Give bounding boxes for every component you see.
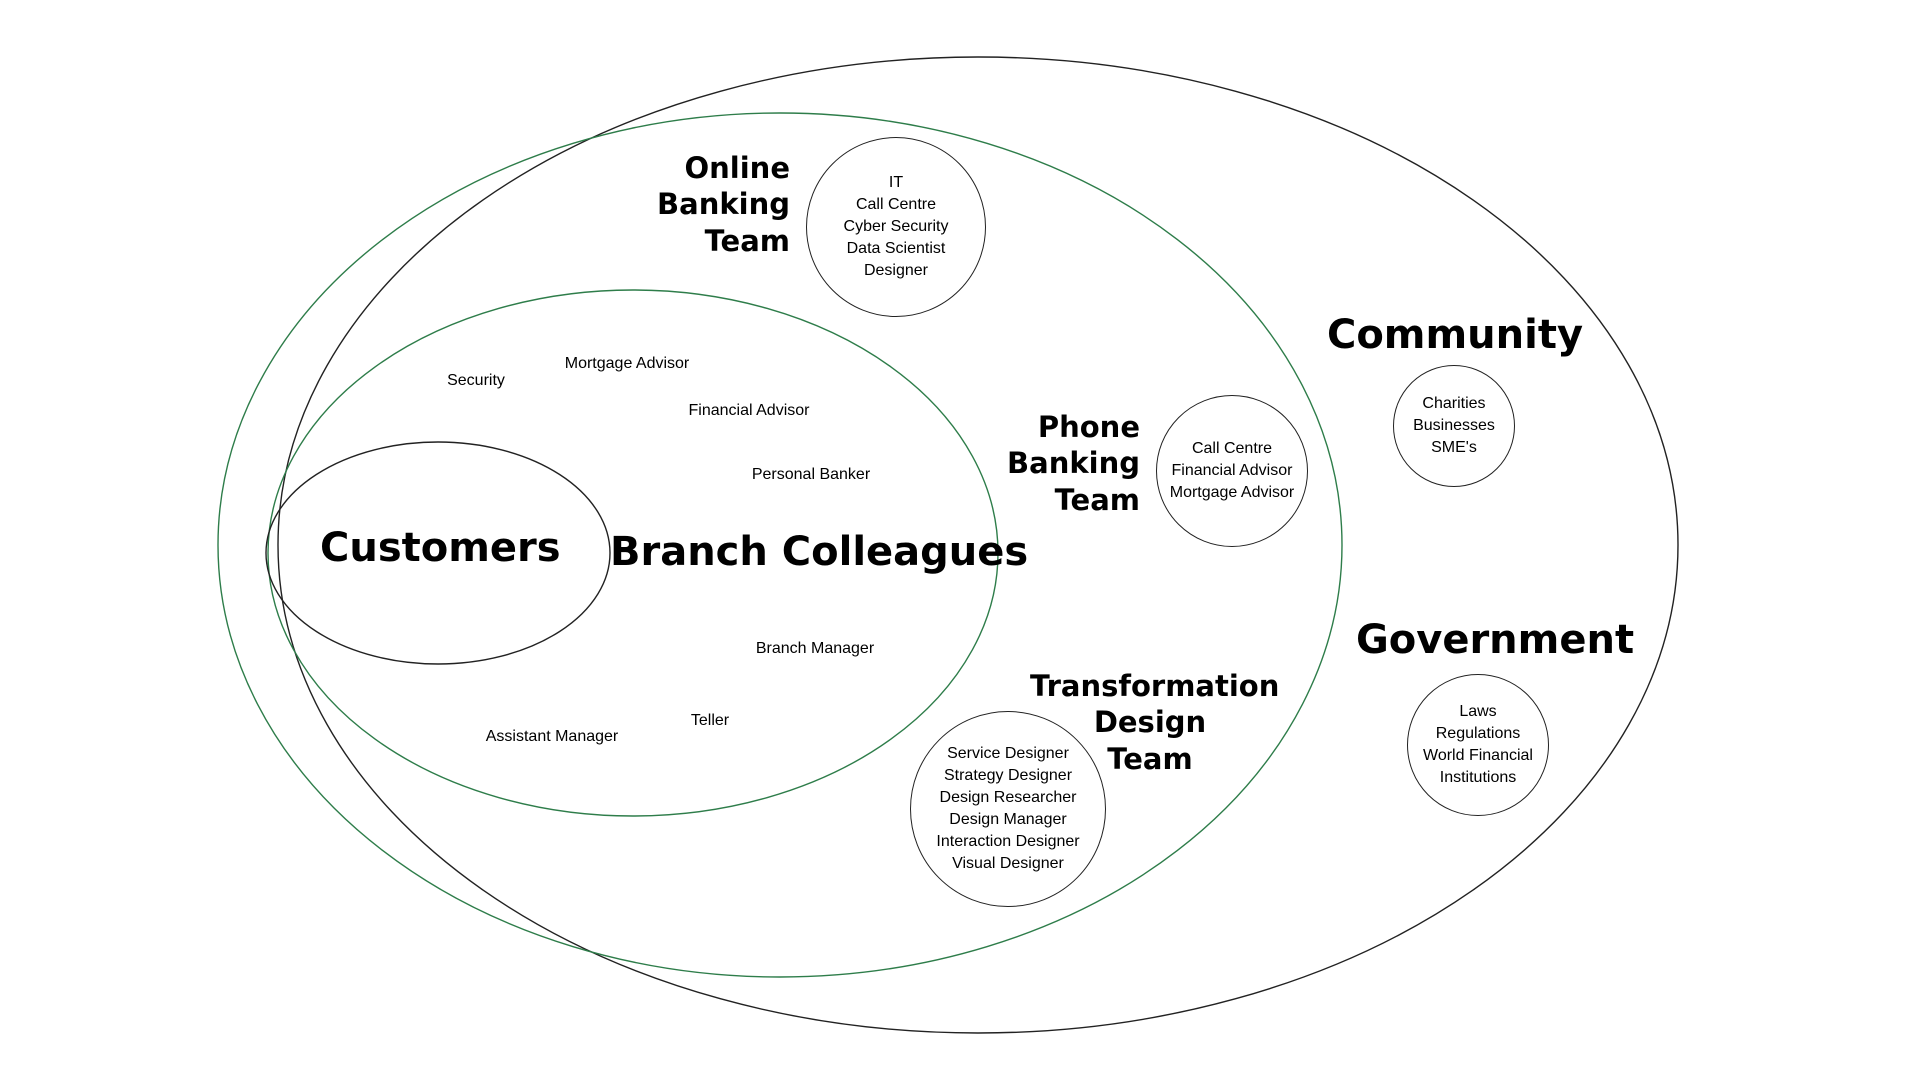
branch-colleagues-title: Branch Colleagues [610,529,1029,575]
transformation-title-line-3: Team [1107,741,1193,776]
customers-title: Customers [320,525,561,571]
phone-banking-roles-list: Call Centre Financial Advisor Mortgage A… [1170,438,1295,504]
role-assistant-manager: Assistant Manager [485,728,619,745]
online-banking-team-title: Online Banking Team [630,150,790,259]
organisation-ring-ellipse [217,112,1343,978]
role-financial-advisor: Financial Advisor [688,402,810,419]
transformation-design-role: Design Manager [949,811,1067,828]
government-roles-circle: Laws Regulations World Financial Institu… [1407,674,1549,816]
online-banking-roles-list: IT Call Centre Cyber Security Data Scien… [844,172,949,282]
transformation-design-role: Design Researcher [939,789,1077,806]
government-roles-list: Laws Regulations World Financial Institu… [1423,701,1533,789]
phone-banking-roles-circle: Call Centre Financial Advisor Mortgage A… [1156,395,1308,547]
role-personal-banker: Personal Banker [751,466,871,483]
community-member: Businesses [1413,417,1495,434]
community-member: SME's [1431,439,1477,456]
transformation-design-roles-circle: Service Designer Strategy Designer Desig… [910,711,1106,907]
transformation-design-role: Strategy Designer [943,767,1073,784]
online-banking-role: IT [888,174,904,191]
community-roles-list: Charities Businesses SME's [1413,393,1495,459]
online-banking-role: Call Centre [855,196,936,213]
government-item: World Financial [1423,747,1533,764]
phone-banking-role: Financial Advisor [1171,462,1293,479]
transformation-design-role: Service Designer [947,745,1069,762]
transformation-title-line-2: Design [1093,705,1207,740]
transformation-design-role: Visual Designer [952,855,1064,872]
phone-banking-role: Mortgage Advisor [1169,484,1295,501]
phone-banking-role: Call Centre [1191,440,1272,457]
phone-banking-title-line-2: Banking [1007,446,1140,481]
role-branch-manager: Branch Manager [755,640,875,657]
government-item: Laws [1459,703,1497,720]
online-banking-role: Designer [863,262,928,279]
government-item: Institutions [1439,769,1517,786]
online-banking-roles-circle: IT Call Centre Cyber Security Data Scien… [806,137,986,317]
government-item: Regulations [1435,725,1521,742]
community-title: Community [1326,312,1584,358]
role-teller: Teller [690,712,730,729]
transformation-title-line-1: Transformation [1030,669,1280,703]
community-member: Charities [1422,395,1486,412]
phone-banking-title-line-1: Phone [1037,410,1140,444]
online-banking-title-line-3: Team [704,223,790,258]
community-roles-circle: Charities Businesses SME's [1393,365,1515,487]
online-banking-title-line-2: Banking [657,187,790,222]
role-security: Security [447,372,505,389]
online-banking-title-line-1: Online [684,151,791,185]
online-banking-role: Data Scientist [846,240,946,257]
outer-ring-ellipse [277,56,1679,1034]
customers-ellipse [265,441,611,665]
transformation-design-team-title: Transformation Design Team [1030,668,1280,777]
role-mortgage-advisor: Mortgage Advisor [564,355,690,372]
online-banking-role: Cyber Security [843,218,949,235]
transformation-design-roles-list: Service Designer Strategy Designer Desig… [936,743,1079,875]
phone-banking-title-line-3: Team [1054,482,1140,517]
government-title: Government [1355,617,1635,663]
transformation-design-role: Interaction Designer [936,833,1080,850]
branch-ring-ellipse [267,289,999,817]
phone-banking-team-title: Phone Banking Team [980,409,1140,518]
